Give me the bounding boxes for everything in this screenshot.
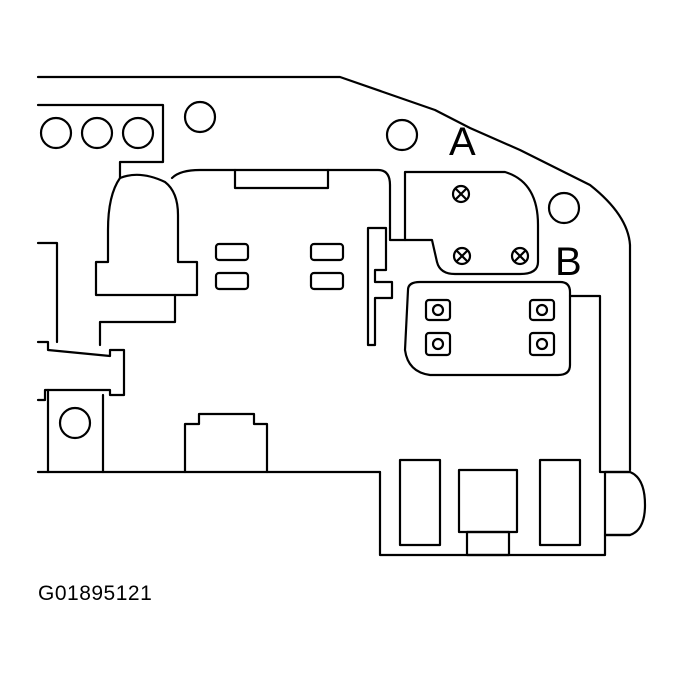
maxi-fuse-2-base (465, 530, 511, 557)
board-tab (233, 168, 330, 190)
relay-area-outline (403, 170, 540, 276)
maxi-fuse-1 (398, 458, 442, 547)
central-board-outline (170, 168, 392, 230)
relay-area-inner-line (388, 226, 407, 242)
left-edge-clip (36, 340, 126, 402)
mounting-hole-top (183, 100, 217, 134)
mini-fuse-1 (214, 242, 250, 262)
housing-outline (36, 75, 632, 472)
terminal-bottom-left (424, 331, 452, 357)
figure-id-label: G01895121 (38, 582, 153, 605)
left-edge-bracket (36, 241, 59, 344)
maxi-fuse-2 (457, 468, 519, 534)
socket-round-2 (80, 116, 114, 150)
connector-icon (603, 470, 647, 537)
mini-fuse-3 (309, 242, 345, 262)
connector-left-upper (94, 173, 199, 297)
relay-holder-right-flange (568, 294, 632, 474)
maxi-fuse-3 (538, 458, 582, 547)
connector-center-right (366, 226, 394, 347)
mini-fuse-4 (309, 271, 345, 291)
callout-b: B (555, 240, 582, 284)
relay-holder (403, 280, 572, 377)
screw-icon (451, 184, 471, 204)
bolt-icon-2 (510, 246, 530, 266)
connector-left-upper-stem (98, 293, 177, 347)
terminal-bottom-right (528, 331, 556, 357)
terminal-top-left (424, 298, 452, 322)
mini-fuse-2 (214, 271, 250, 291)
socket-round-1 (39, 116, 73, 150)
socket-round-3 (121, 116, 155, 150)
connector-bottom-center (183, 412, 269, 474)
mounting-hole-left (58, 406, 92, 440)
mounting-hole-right (547, 191, 581, 225)
terminal-top-right (528, 298, 556, 322)
bolt-icon (452, 246, 472, 266)
lower-right-section (378, 470, 632, 557)
left-lower-holder (46, 388, 105, 474)
mounting-hole-a (385, 118, 419, 152)
relay-block-top-left (36, 103, 165, 180)
callout-a: A (449, 120, 476, 164)
